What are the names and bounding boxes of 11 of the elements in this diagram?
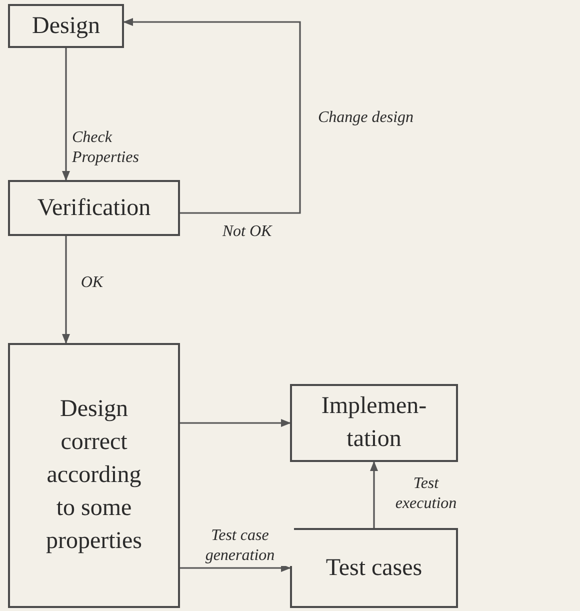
process-box: Implemen- tation: [290, 384, 458, 462]
arrow: [62, 48, 70, 181]
arrow: [180, 564, 291, 572]
process-box: Verification: [8, 180, 180, 236]
process-box: Test cases: [290, 528, 458, 608]
arrow: [62, 236, 70, 344]
process-box: Design: [8, 4, 124, 48]
arrow: [123, 18, 301, 214]
arrow: [370, 461, 378, 528]
arrow: [180, 419, 291, 427]
process-box: Design correct according to some properties: [8, 343, 180, 608]
